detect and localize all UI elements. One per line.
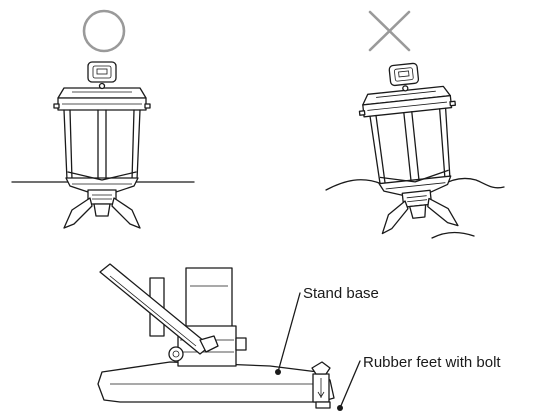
- rubber-feet-leader: [339, 360, 361, 409]
- stand-correct-illustration: [11, 61, 195, 229]
- stand-base-label: Stand base: [303, 285, 379, 302]
- incorrect-cross-icon: [368, 10, 411, 52]
- stand-base-leader: [277, 292, 301, 373]
- rubber-feet-label: Rubber feet with bolt: [363, 354, 501, 371]
- correct-circle-icon: [82, 9, 126, 53]
- stand-incorrect-illustration: [325, 58, 505, 239]
- stand-base-side-view: [97, 263, 343, 411]
- stand-base-leader-dot: [275, 369, 281, 375]
